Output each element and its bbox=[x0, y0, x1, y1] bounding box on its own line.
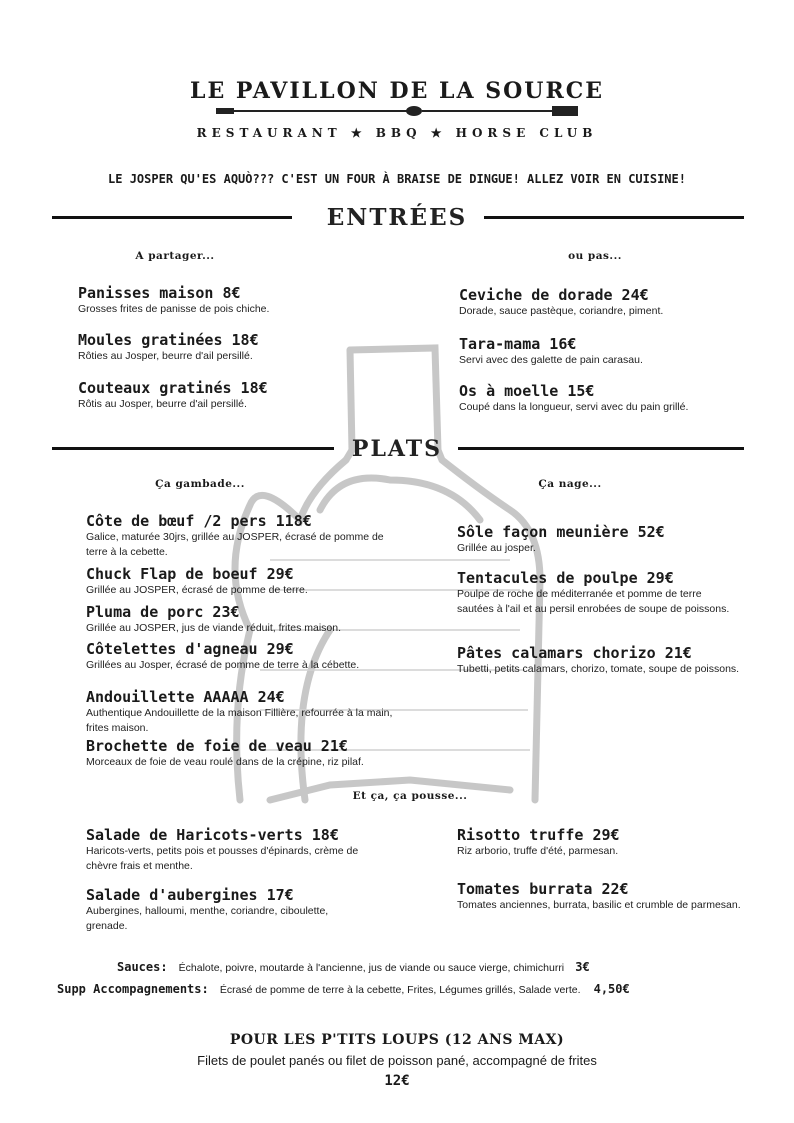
menu-item: Sôle façon meunière 52€ Grillée au jospe… bbox=[457, 523, 737, 556]
menu-item: Salade d'aubergines 17€ Aubergines, hall… bbox=[86, 886, 346, 934]
item-name: Tentacules de poulpe 29€ bbox=[457, 569, 674, 587]
sauces-line: Sauces: Échalote, poivre, moutarde à l'a… bbox=[117, 956, 737, 975]
sides-price: 4,50€ bbox=[593, 982, 630, 996]
item-name: Pluma de porc 23€ bbox=[86, 603, 240, 621]
menu-item: Tara-mama 16€ Servi avec des galette de … bbox=[459, 335, 729, 368]
menu-item: Ceviche de dorade 24€ Dorade, sauce past… bbox=[459, 286, 729, 319]
item-name: Côte de bœuf /2 pers 118€ bbox=[86, 512, 312, 530]
menu-item: Salade de Haricots-verts 18€ Haricots-ve… bbox=[86, 826, 386, 874]
item-description: Rôtis au Josper, beurre d'ail persillé. bbox=[78, 398, 247, 410]
menu-item: Côte de bœuf /2 pers 118€ Galice, maturé… bbox=[86, 512, 386, 560]
item-name: Panisses maison 8€ bbox=[78, 284, 241, 302]
cutlery-divider-icon bbox=[216, 106, 578, 116]
item-description: Morceaux de foie de veau roulé dans de l… bbox=[86, 756, 364, 768]
item-description: Haricots-verts, petits pois et pousses d… bbox=[86, 845, 359, 872]
item-description: Coupé dans la longueur, servi avec du pa… bbox=[459, 401, 689, 413]
section-title-plats: PLATS bbox=[351, 436, 443, 462]
item-description: Grillées au Josper, écrasé de pomme de t… bbox=[86, 659, 360, 671]
item-description: Authentique Andouillette de la maison Fi… bbox=[86, 707, 393, 734]
item-name: Pâtes calamars chorizo 21€ bbox=[457, 644, 692, 662]
menu-item: Côtelettes d'agneau 29€ Grillées au Josp… bbox=[86, 640, 386, 673]
tagline: LE JOSPER QU'ES AQUÒ??? C'EST UN FOUR À … bbox=[108, 172, 686, 186]
sauces-text: Échalote, poivre, moutarde à l'ancienne,… bbox=[178, 962, 565, 974]
divider-line bbox=[52, 447, 334, 450]
item-name: Os à moelle 15€ bbox=[459, 382, 595, 400]
sides-text: Écrasé de pomme de terre à la cebette, F… bbox=[219, 984, 581, 996]
divider-line bbox=[484, 216, 744, 219]
item-description: Galice, maturée 30jrs, grillée au JOSPER… bbox=[86, 531, 384, 558]
item-description: Grosses frites de panisse de pois chiche… bbox=[78, 303, 270, 315]
item-name: Tomates burrata 22€ bbox=[457, 880, 629, 898]
item-description: Aubergines, halloumi, menthe, coriandre,… bbox=[86, 905, 329, 932]
category-label: Ça nage... bbox=[538, 478, 602, 490]
item-name: Risotto truffe 29€ bbox=[457, 826, 620, 844]
sides-label: Supp Accompagnements: bbox=[57, 982, 209, 996]
section-title-entrees: ENTRÉES bbox=[326, 204, 468, 231]
restaurant-title: LE PAVILLON DE LA SOURCE bbox=[189, 78, 605, 104]
item-name: Brochette de foie de veau 21€ bbox=[86, 737, 348, 755]
item-description: Riz arborio, truffe d'été, parmesan. bbox=[457, 845, 619, 857]
item-description: Servi avec des galette de pain carasau. bbox=[459, 354, 643, 366]
category-label: Et ça, ça pousse... bbox=[352, 790, 468, 802]
kids-menu-description: Filets de poulet panés ou filet de poiss… bbox=[197, 1053, 597, 1068]
item-name: Côtelettes d'agneau 29€ bbox=[86, 640, 294, 658]
category-label: Ça gambade... bbox=[155, 478, 245, 490]
item-name: Salade d'aubergines 17€ bbox=[86, 886, 294, 904]
kids-menu-price: 12€ bbox=[384, 1073, 410, 1089]
item-description: Grillée au josper. bbox=[457, 542, 536, 554]
item-name: Couteaux gratinés 18€ bbox=[78, 379, 268, 397]
menu-item: Moules gratinées 18€ Rôties au Josper, b… bbox=[78, 331, 378, 364]
menu-item: Tentacules de poulpe 29€ Poulpe de roche… bbox=[457, 569, 737, 617]
item-description: Rôties au Josper, beurre d'ail persillé. bbox=[78, 350, 253, 362]
divider-line bbox=[52, 216, 292, 219]
item-name: Salade de Haricots-verts 18€ bbox=[86, 826, 339, 844]
menu-item: Tomates burrata 22€ Tomates anciennes, b… bbox=[457, 880, 747, 913]
menu-item: Risotto truffe 29€ Riz arborio, truffe d… bbox=[457, 826, 737, 859]
item-description: Grillée au JOSPER, jus de viande réduit,… bbox=[86, 622, 342, 634]
item-name: Ceviche de dorade 24€ bbox=[459, 286, 649, 304]
sauces-label: Sauces: bbox=[117, 960, 168, 974]
bottle-illustration bbox=[231, 344, 544, 804]
menu-item: Andouillette AAAAA 24€ Authentique Andou… bbox=[86, 688, 406, 736]
category-label: A partager... bbox=[135, 250, 215, 262]
menu-item: Os à moelle 15€ Coupé dans la longueur, … bbox=[459, 382, 719, 415]
menu-item: Brochette de foie de veau 21€ Morceaux d… bbox=[86, 737, 386, 770]
menu-item: Couteaux gratinés 18€ Rôtis au Josper, b… bbox=[78, 379, 378, 412]
menu-item: Chuck Flap de boeuf 29€ Grillée au JOSPE… bbox=[86, 565, 386, 598]
item-name: Sôle façon meunière 52€ bbox=[457, 523, 665, 541]
sides-line: Supp Accompagnements: Écrasé de pomme de… bbox=[57, 978, 747, 997]
item-description: Tomates anciennes, burrata, basilic et c… bbox=[457, 899, 741, 911]
item-name: Andouillette AAAAA 24€ bbox=[86, 688, 285, 706]
item-name: Moules gratinées 18€ bbox=[78, 331, 259, 349]
menu-item: Pluma de porc 23€ Grillée au JOSPER, jus… bbox=[86, 603, 396, 636]
menu-item: Panisses maison 8€ Grosses frites de pan… bbox=[78, 284, 378, 317]
item-name: Tara-mama 16€ bbox=[459, 335, 577, 353]
item-description: Dorade, sauce pastèque, coriandre, pimen… bbox=[459, 305, 664, 317]
item-description: Tubetti, petits calamars, chorizo, tomat… bbox=[457, 663, 740, 675]
item-description: Grillée au JOSPER, écrasé de pomme de te… bbox=[86, 584, 308, 596]
item-name: Chuck Flap de boeuf 29€ bbox=[86, 565, 294, 583]
menu-item: Pâtes calamars chorizo 21€ Tubetti, peti… bbox=[457, 644, 747, 677]
divider-line bbox=[458, 447, 744, 450]
item-description: Poulpe de roche de méditerranée et pomme… bbox=[457, 588, 730, 615]
sauces-price: 3€ bbox=[575, 960, 590, 974]
restaurant-subtitle: RESTAURANT ★ BBQ ★ HORSE CLUB bbox=[196, 126, 598, 140]
category-label: ou pas... bbox=[568, 250, 622, 262]
kids-menu-title: POUR LES P'TITS LOUPS (12 ANS MAX) bbox=[229, 1032, 565, 1048]
